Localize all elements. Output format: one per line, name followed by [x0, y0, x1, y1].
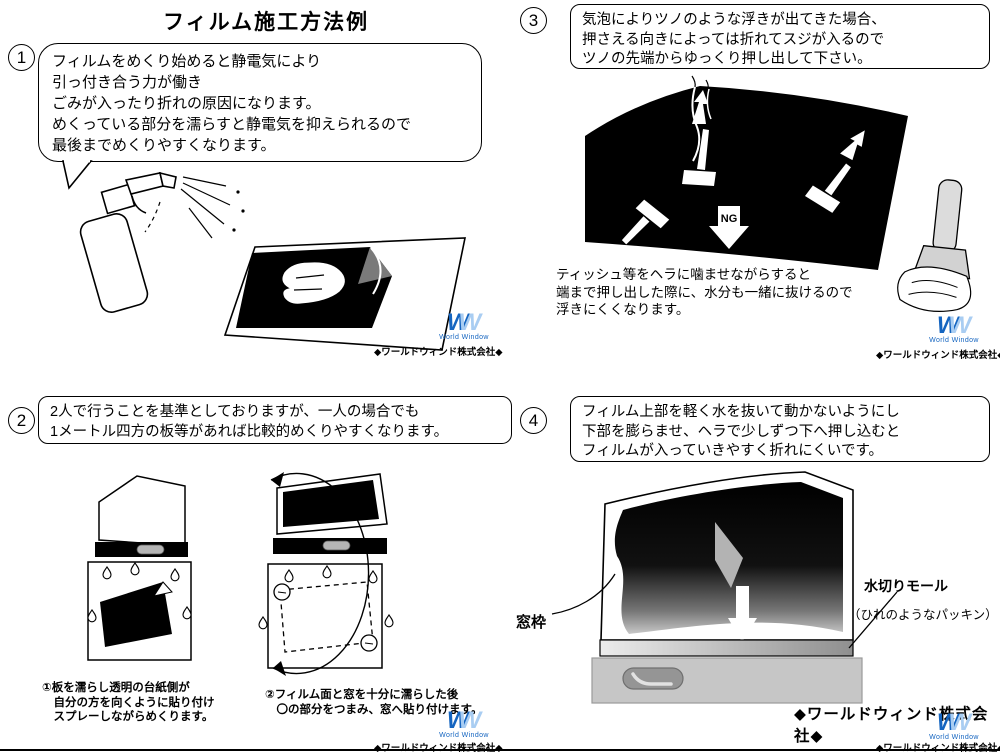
step4-illustration [551, 471, 898, 704]
spray-bottle-icon [79, 171, 177, 313]
world-window-logo-icon: WW [936, 709, 972, 736]
instruction-line: ごみが入ったり折れの原因になります。 [52, 95, 321, 112]
door-body [591, 657, 863, 704]
squeegee-icon [621, 199, 670, 245]
world-window-logo-icon: WW [446, 309, 482, 336]
step1-illustration [79, 171, 466, 351]
squeegee-icon [805, 130, 865, 213]
watermark: WW World Window [922, 709, 986, 742]
bubble-tail [62, 160, 93, 190]
instruction-line: 押さえる向きによっては折れてスジが入るので [582, 31, 885, 48]
instruction-line: フィルムが入っていきやすく折れにくいです。 [582, 443, 884, 459]
world-window-logo-text: World Window [929, 337, 979, 344]
window-frame-label: 窓枠 [516, 614, 547, 631]
step3-number: 3 [520, 7, 547, 34]
step2-illustration [87, 472, 394, 676]
step3-note: ティッシュ等をヘラに噛ませながらすると 端まで押し出した際に、水分も一緒に抜ける… [556, 266, 853, 319]
world-window-logo-icon: WW [446, 707, 482, 734]
instruction-line: 最後までめくりやすくなります。 [52, 137, 276, 154]
board-with-film [87, 475, 192, 661]
step3-instruction-box: 気泡によりツノのような浮きが出てきた場合、 押さえる向きによっては折れてスジが入… [570, 4, 990, 69]
instruction-line: フィルムをめくり始めると静電気により [52, 53, 322, 70]
note-line: 浮きにくくなります。 [556, 302, 690, 317]
caption-line: スプレーしながらめくります。 [42, 711, 214, 723]
watermark: WW World Window [432, 707, 496, 740]
world-window-logo-icon: WW [936, 312, 972, 339]
watermark: WW World Window [922, 312, 986, 345]
spray-mist [144, 176, 231, 239]
squeegee-icon [715, 522, 743, 588]
watermark-company: ◆ワールドウィンド株式会社◆ [374, 347, 503, 358]
step2-number: 2 [8, 407, 35, 434]
world-window-logo-text: World Window [929, 734, 979, 741]
molding-sublabel: （ひれのようなパッキン） [848, 608, 998, 622]
footer-company: ◆ワールドウィンド株式会社◆ [794, 706, 989, 745]
step1-number: 1 [8, 44, 35, 71]
watermark-company: ◆ワールドウィンド株式会社◆ [876, 350, 1000, 361]
rotation-arrow [270, 472, 370, 676]
instruction-line: 2人で行うことを基準としておりますが、一人の場合でも [50, 404, 420, 420]
tinted-window [585, 86, 908, 270]
water-drain-molding [599, 639, 854, 657]
step3-illustration: NG [585, 75, 972, 312]
step2-caption-1: ①板を濡らし透明の台紙側が 自分の方を向くように貼り付け スプレーしながらめくり… [42, 681, 215, 725]
page-title: フィルム施工方法例 [163, 11, 370, 34]
molding-pointer [848, 591, 898, 649]
caption-line: ②フィルム面と窓を十分に濡らした後 [265, 689, 459, 701]
film-sheet [223, 237, 466, 351]
world-window-logo-text: World Window [439, 732, 489, 739]
step4-number: 4 [520, 407, 547, 434]
window-frame-pointer [551, 573, 616, 615]
instruction-line: 引っ付き合う力が働き [52, 74, 203, 91]
page-bottom-rule [0, 749, 1000, 751]
hand-icon [281, 261, 347, 306]
instruction-line: 1メートル四方の板等があれば比較的めくりやすくなります。 [50, 423, 449, 440]
down-arrow [728, 586, 757, 642]
step4-instruction-box: フィルム上部を軽く水を抜いて動かないようにし 下部を膨らませ、ヘラで少しずつ下へ… [570, 396, 990, 462]
instruction-line: フィルム上部を軽く水を抜いて動かないようにし [582, 404, 900, 420]
instruction-line: 下部を膨らませ、ヘラで少しずつ下へ押し込むと [582, 423, 901, 440]
step1-instruction-bubble: フィルムをめくり始めると静電気により 引っ付き合う力が働き ごみが入ったり折れの… [38, 43, 482, 162]
caption-line: 自分の方を向くように貼り付け [42, 696, 215, 709]
air-bubble-wrinkles [691, 86, 712, 162]
watermark-company: ◆ワールドウィンド株式会社◆ [876, 743, 1000, 752]
caption-line: ①板を濡らし透明の台紙側が [42, 682, 190, 694]
watermark-company: ◆ワールドウィンド株式会社◆ [374, 743, 503, 752]
watermark: WW World Window [432, 309, 496, 342]
squeegee-with-tissue [897, 179, 972, 312]
caption-line: 〇の部分をつまみ、窓へ貼り付けます。 [265, 703, 483, 716]
ng-label: NG [721, 213, 738, 225]
note-line: 端まで押し出した際に、水分も一緒に抜けるので [556, 284, 853, 300]
step2-instruction-box: 2人で行うことを基準としておりますが、一人の場合でも 1メートル四方の板等があれ… [38, 396, 512, 444]
window-with-dashed-film [258, 473, 394, 669]
instruction-line: ツノの先端からゆっくり押し出して下さい。 [582, 51, 872, 67]
instruction-line: 気泡によりツノのような浮きが出てきた場合、 [582, 12, 886, 28]
molding-label: 水切りモール [864, 578, 948, 594]
step2-caption-2: ②フィルム面と窓を十分に濡らした後 〇の部分をつまみ、窓へ貼り付けます。 [265, 688, 482, 717]
spray-droplets [232, 190, 245, 232]
ng-arrow: NG [709, 206, 749, 249]
note-line: ティッシュ等をヘラに噛ませながらすると [556, 267, 812, 282]
instruction-line: めくっている部分を濡らすと静電気を抑えられるので [52, 116, 411, 133]
squeegee-icon [682, 90, 716, 186]
world-window-logo-text: World Window [439, 334, 489, 341]
